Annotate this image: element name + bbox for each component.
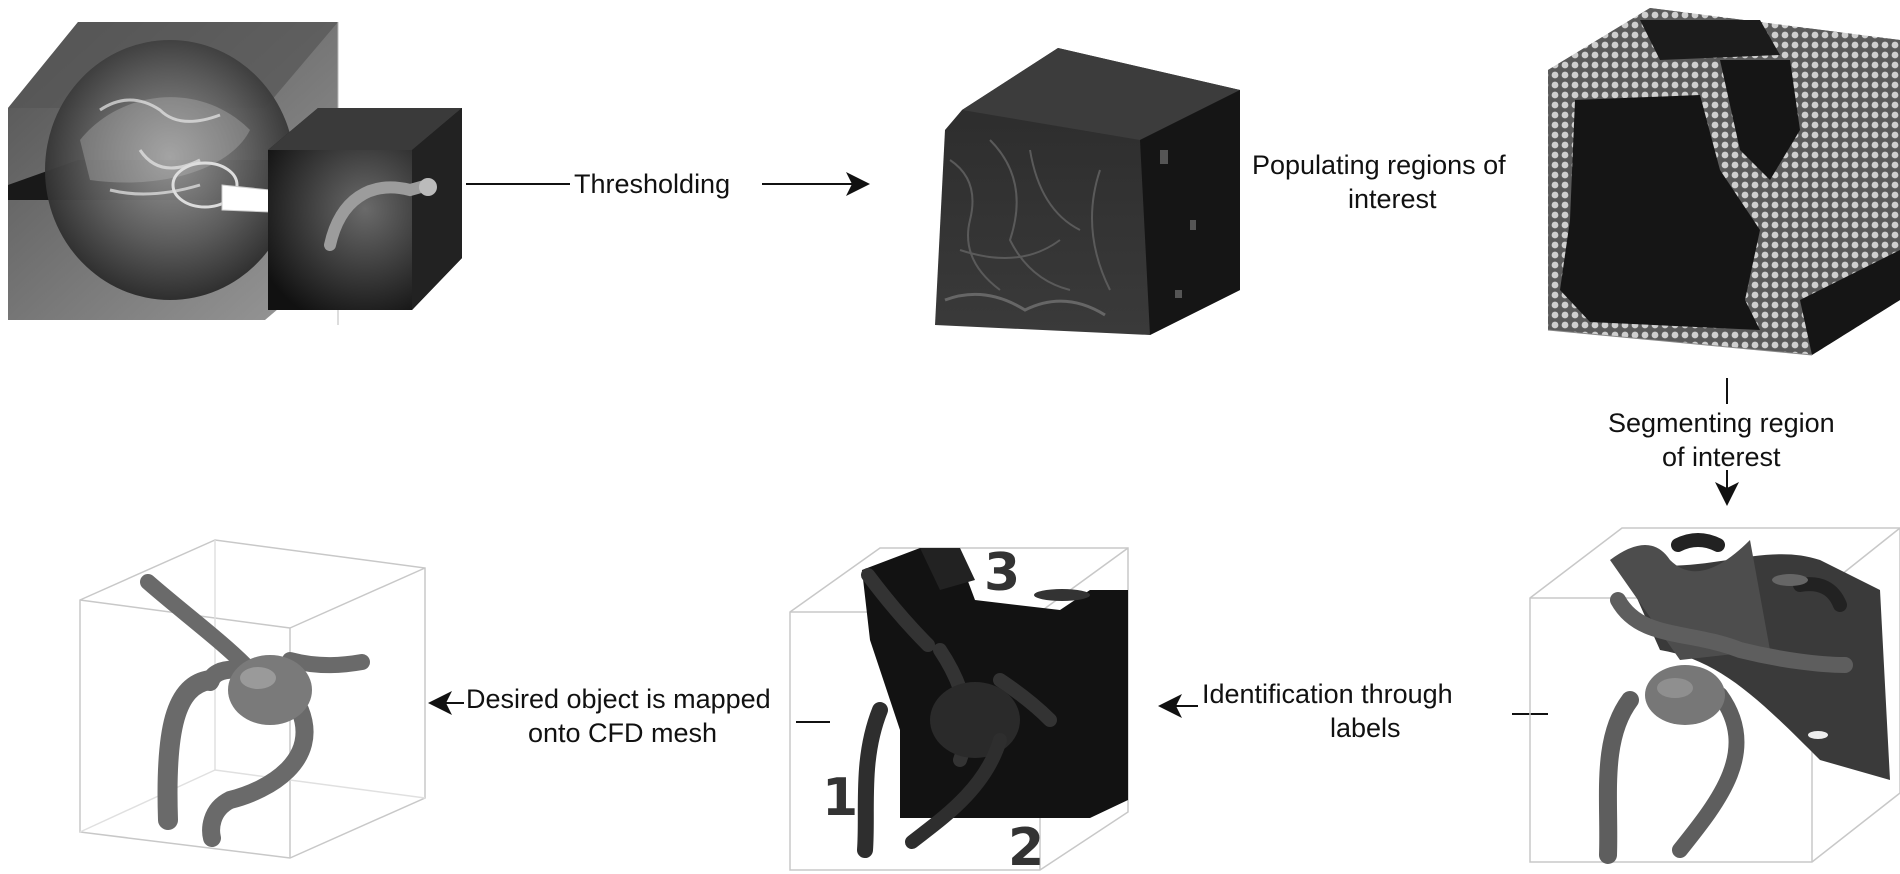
segmenting-label-line2: of interest (1662, 442, 1781, 472)
populating-label-line1: Populating regions of (1252, 150, 1506, 180)
mapped-label-line1: Desired object is mapped (466, 684, 771, 714)
identification-label-line1: Identification through (1202, 679, 1453, 709)
segmenting-label-line1: Segmenting region (1608, 408, 1835, 438)
populating-label-line2: interest (1348, 184, 1437, 214)
thresholding-label: Thresholding (574, 169, 731, 199)
mapped-label-line2: onto CFD mesh (528, 718, 718, 748)
identification-label-line2: labels (1330, 713, 1401, 743)
